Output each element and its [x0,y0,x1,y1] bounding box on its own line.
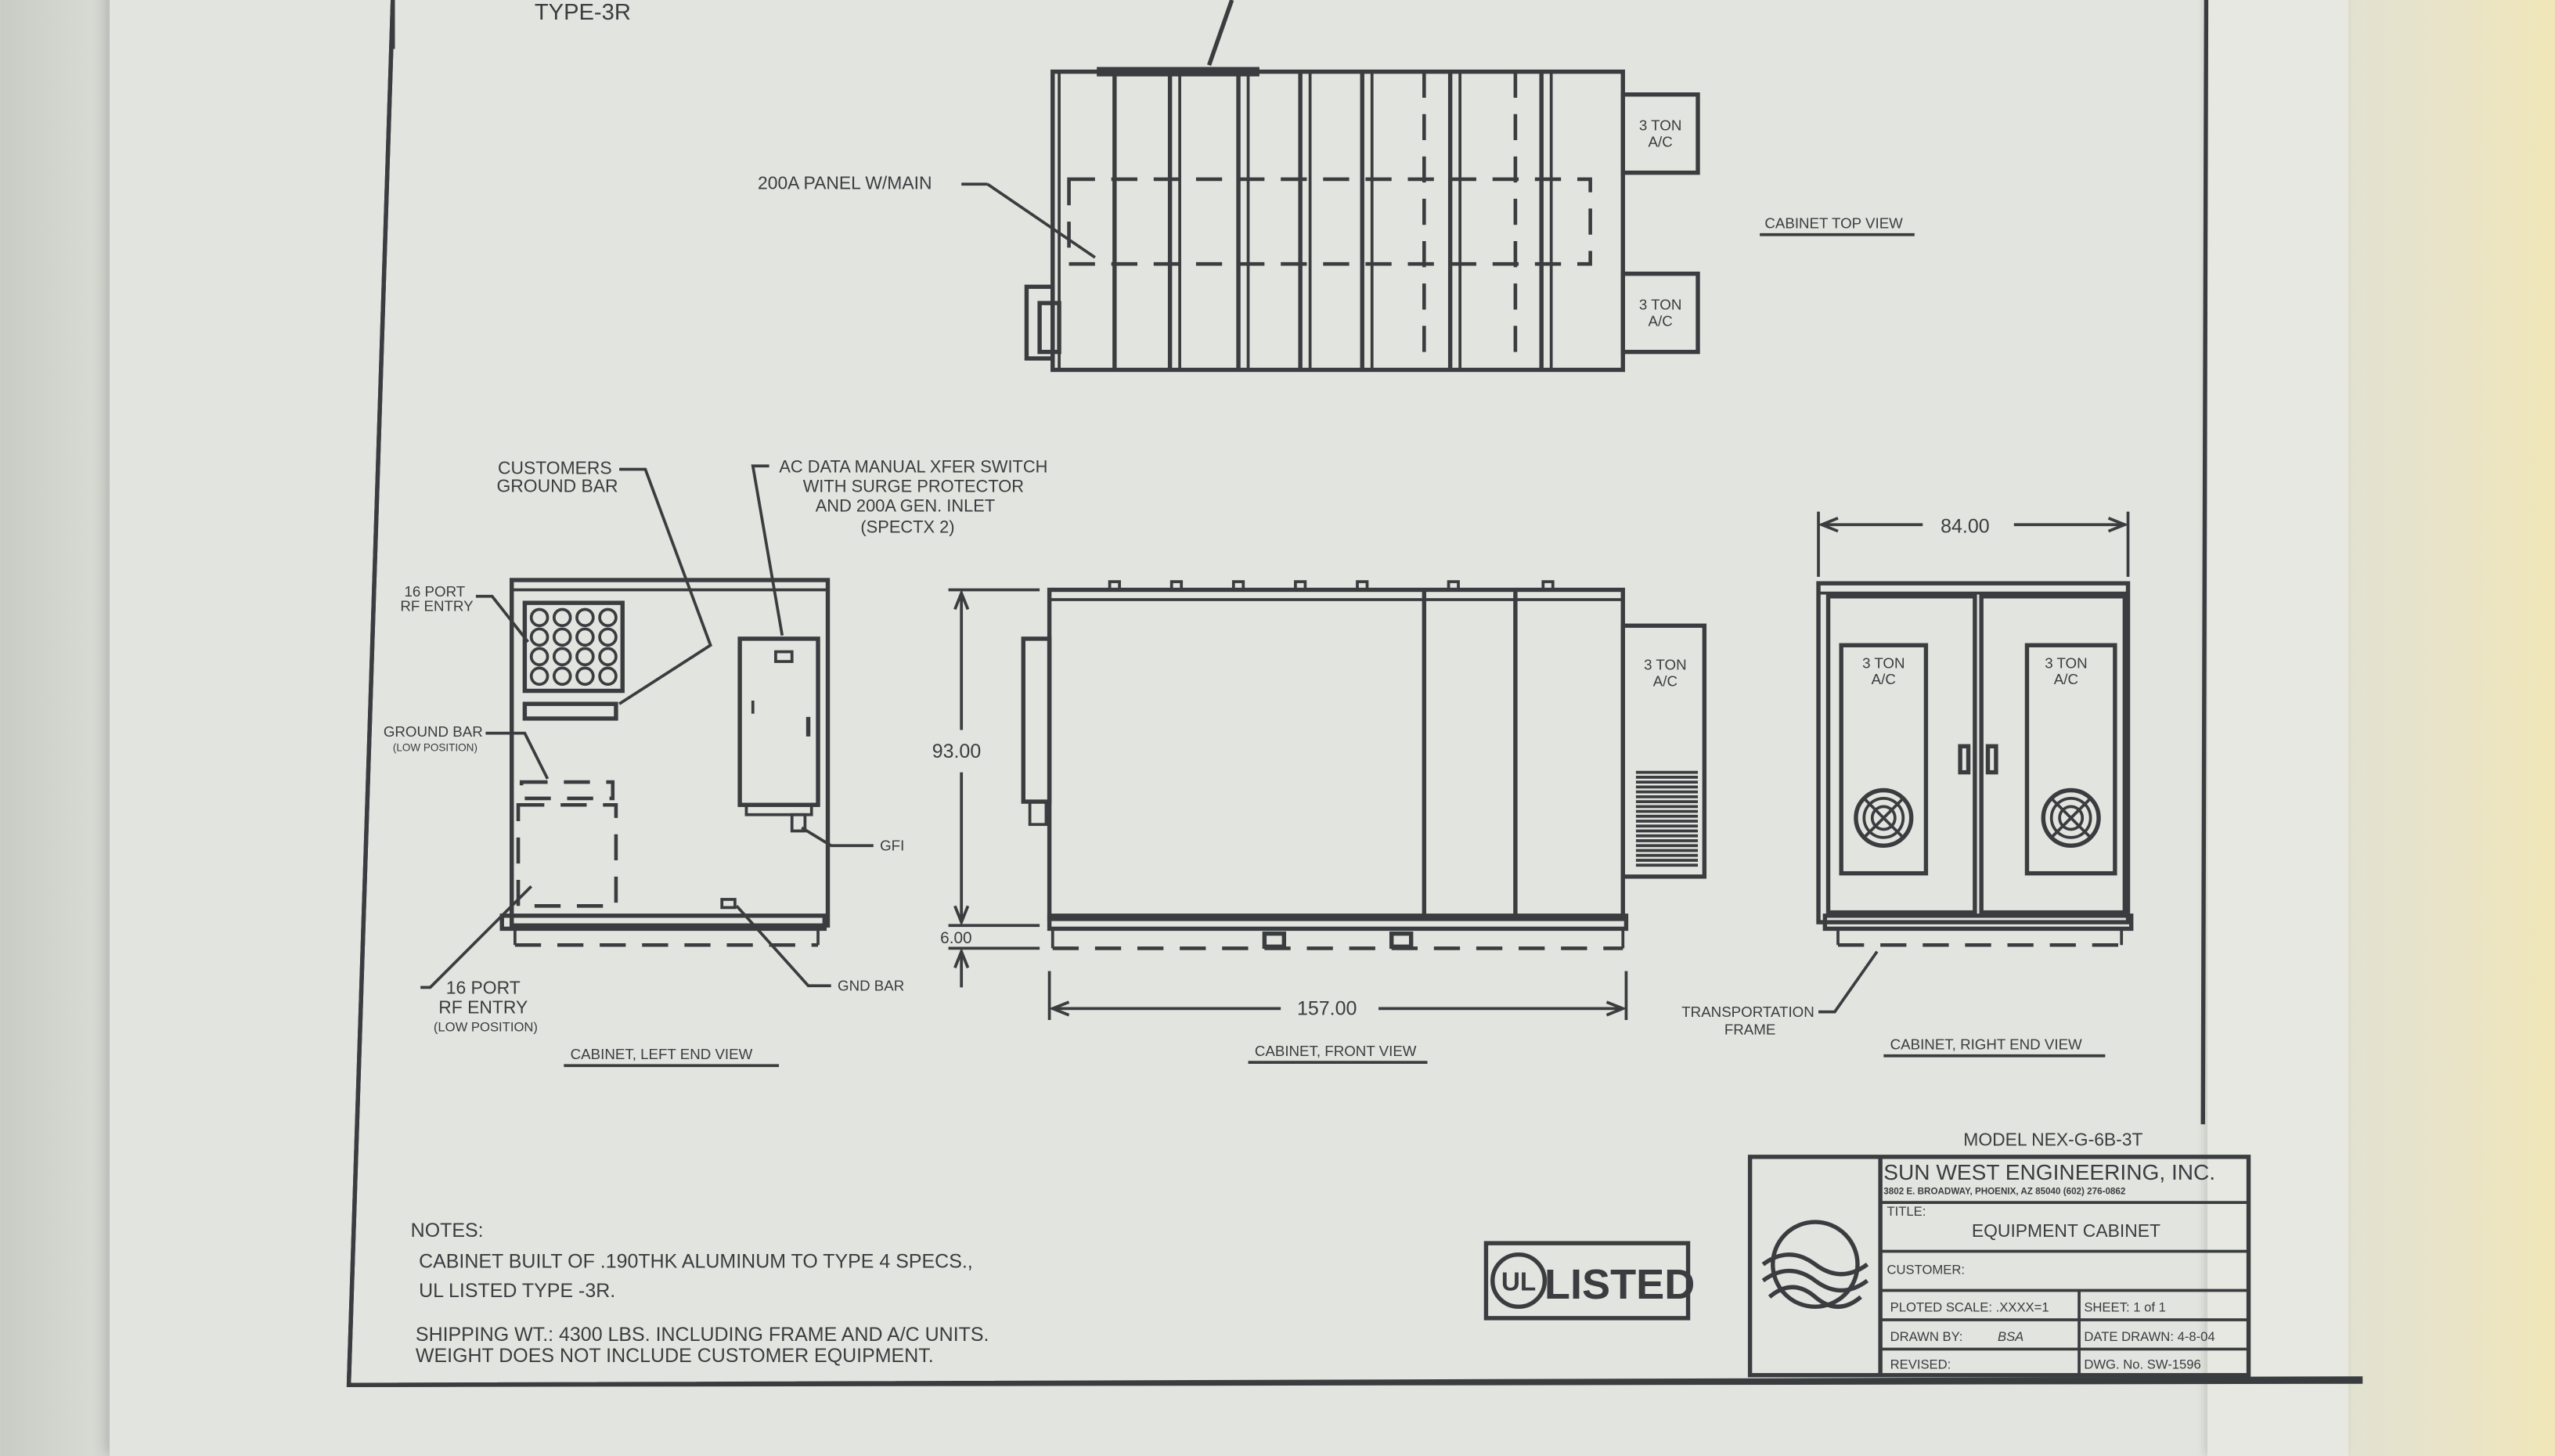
notes-heading: NOTES: [411,1220,484,1242]
lifting-lug [1541,580,1555,592]
height-dimension: 93.00 [932,741,981,762]
gfi-outlet [790,813,807,833]
title-block: MODEL NEX-G-6B-3T SUN WEST ENGINEERING, … [1747,1129,2251,1378]
fan-grille-right [2041,787,2101,848]
top-view-caption: CABINET TOP VIEW [1764,214,1903,231]
rf-entry-ports-top [522,600,625,694]
note-line-4: WEIGHT DOES NOT INCLUDE CUSTOMER EQUIPME… [416,1345,934,1367]
rf-port [598,607,618,628]
ground-bar-low-label: GROUND BAR (LOW POSITION) [384,723,487,754]
ul-listed-badge: UL LISTED [1483,1241,1695,1321]
rf-port [552,647,572,667]
width-dimension: 157.00 [1297,998,1357,1020]
base-dimension: 6.00 [940,929,971,947]
ac-data-switch-label: AC DATA MANUAL XFER SWITCH WITH SURGE PR… [779,457,1052,537]
rf-port-grid [529,607,618,687]
right-ac-unit-left [1839,643,1929,876]
right-width-dimension: 84.00 [1941,516,1989,538]
revised-label: REVISED: [1890,1357,1951,1371]
rf-port [552,627,572,647]
door-handle-right [1985,744,1998,775]
date-drawn: DATE DRAWN: 4-8-04 [2084,1329,2214,1344]
note-line-3: SHIPPING WT.: 4300 LBS. INCLUDING FRAME … [416,1324,989,1346]
rf-port [575,647,595,667]
paper-sheet [110,0,2223,1456]
note-line-1: CABINET BUILT OF .190THK ALUMINUM TO TYP… [419,1250,973,1272]
sheet-number: SHEET: 1 of 1 [2084,1300,2166,1315]
company-address: 3802 E. BROADWAY, PHOENIX, AZ 85040 (602… [1883,1187,2126,1197]
top-label: TYPE-3R [535,0,631,25]
rf-port [529,627,550,647]
top-ac-unit-2 [1620,271,1700,355]
rf-port [575,607,595,628]
drawn-by-initials: BSA [1998,1329,2023,1344]
paper-sheet-behind [2207,0,2348,1456]
ac-vent-grille [1635,770,1699,867]
rf-port [529,666,550,687]
ground-bar-low [519,780,615,801]
title-label: TITLE: [1887,1204,1926,1219]
port-entry-top-label: 16 PORT RF ENTRY [400,583,474,614]
rf-port [575,666,595,687]
customers-ground-bar [522,701,618,721]
gnd-bar-label: GND BAR [838,978,904,994]
right-ac-unit-right [2024,643,2117,876]
cabinet-left-end-view: CUSTOMERS GROUND BAR AC DATA MANUAL XFER… [384,457,1052,1068]
gnd-bar [720,898,737,910]
notes-block: NOTES: CABINET BUILT OF .190THK ALUMINUM… [411,1220,989,1367]
panel-outline-dashed [1067,177,1592,266]
ul-listed-text: LISTED [1544,1261,1695,1308]
gfi-label: GFI [880,838,904,854]
title-value: EQUIPMENT CABINET [1972,1220,2160,1241]
lifting-lug [1108,580,1121,592]
customers-ground-bar-label: CUSTOMERS GROUND BAR [496,458,618,496]
drawing-frame [346,0,2363,1387]
transport-frame-label: TRANSPORTATION FRAME [1681,1004,1818,1038]
port-entry-low-label: 16 PORT RF ENTRY (LOW POSITION) [434,978,538,1035]
rf-port [575,627,595,647]
lifting-lug [1356,580,1369,592]
door-handle-left [1958,744,1971,775]
lifting-lug [1231,580,1245,592]
rf-port [598,627,618,647]
front-view-caption: CABINET, FRONT VIEW [1255,1043,1417,1059]
lifting-lug [1294,580,1307,592]
top-ac-unit-1 [1620,92,1700,175]
model-number: MODEL NEX-G-6B-3T [1963,1129,2142,1149]
plotted-scale: PLOTED SCALE: .XXXX=1 [1890,1300,2049,1315]
right-view-caption: CABINET, RIGHT END VIEW [1890,1036,2082,1052]
rf-port [552,607,572,628]
ul-logo-text: UL [1501,1268,1536,1297]
note-line-2: UL LISTED TYPE -3R. [419,1280,615,1302]
panel-label: 200A PANEL W/MAIN [758,172,932,193]
company-logo-waves [1761,1220,1869,1310]
drawing-frame-right [2200,0,2209,1125]
fan-grille-left [1854,787,1914,848]
left-view-caption: CABINET, LEFT END VIEW [571,1046,753,1062]
lifting-lug [1447,580,1460,592]
lifting-lugs [1108,580,1555,592]
rf-port [552,666,572,687]
company-name: SUN WEST ENGINEERING, INC. [1883,1160,2215,1184]
rf-port [598,647,618,667]
customer-label: CUSTOMER: [1887,1263,1965,1278]
rf-port [598,666,618,687]
drawn-by-label: DRAWN BY: [1890,1329,1963,1344]
top-view-panels [1112,71,1553,370]
lifting-lug [1169,580,1184,592]
rf-port [529,647,550,667]
dwg-number: DWG. No. SW-1596 [2084,1357,2201,1371]
rf-entry-low [516,802,618,908]
rf-port [529,607,550,628]
front-ac-unit [1620,623,1707,879]
